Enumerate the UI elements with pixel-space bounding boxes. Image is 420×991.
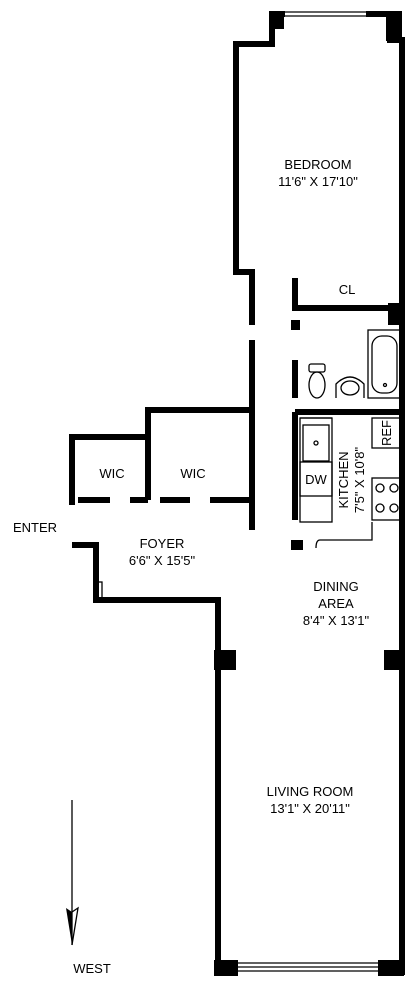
bedroom-name: BEDROOM	[284, 157, 351, 172]
toilet-icon	[308, 363, 326, 399]
dishwasher-label: DW	[305, 472, 327, 487]
wic-right-label: WIC	[180, 466, 205, 481]
foyer-dims: 6'6" X 15'5"	[129, 553, 196, 568]
kitchen-sink-icon	[302, 424, 330, 462]
kitchen-dims: 7'5" X 10'8"	[352, 447, 367, 514]
interior-walls	[249, 340, 303, 550]
living-walls	[214, 525, 405, 976]
living-name: LIVING ROOM	[267, 784, 354, 799]
living-window	[238, 962, 378, 972]
dining-name-line2: AREA	[318, 596, 354, 611]
dining-name-line1: DINING	[313, 579, 359, 594]
sink-icon	[335, 376, 365, 398]
refrigerator-label: REF	[379, 420, 394, 446]
refrigerator-icon	[371, 417, 403, 449]
kitchen	[299, 412, 405, 549]
dining-dims: 8'4" X 13'1"	[303, 613, 370, 628]
range-icon	[371, 477, 403, 521]
closet-label: CL	[339, 282, 356, 297]
wic-left-walls	[69, 434, 151, 505]
living-dims: 13'1" X 20'11"	[270, 801, 350, 816]
bedroom-walls	[233, 11, 405, 325]
foyer-name: FOYER	[140, 536, 185, 551]
bedroom-dims: 11'6" X 17'10"	[278, 174, 358, 189]
foyer-walls	[72, 542, 221, 650]
bedroom-window	[285, 11, 388, 17]
north-arrow-icon	[66, 800, 79, 946]
compass-label: WEST	[73, 961, 111, 976]
wic-left-label: WIC	[99, 466, 124, 481]
bathtub-drain-icon	[382, 382, 388, 388]
wic-right-walls	[145, 407, 252, 503]
closet-walls	[291, 278, 405, 330]
bathroom	[295, 308, 405, 415]
enter-label: ENTER	[13, 520, 57, 535]
dishwasher-icon	[299, 461, 333, 497]
kitchen-name: KITCHEN	[336, 451, 351, 508]
